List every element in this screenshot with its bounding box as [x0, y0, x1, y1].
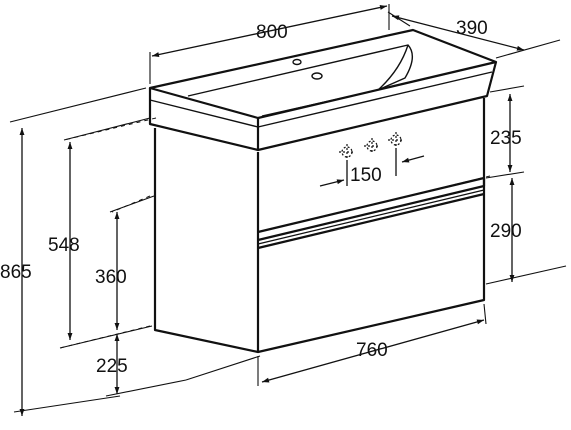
dimension-arrows	[19, 5, 525, 416]
dim-label-basin-width: 800	[256, 22, 288, 43]
dim-label-cabinet-width: 760	[356, 340, 388, 361]
dashed-guides	[59, 117, 491, 349]
ext-235-bottom	[485, 171, 525, 179]
arrow-760	[261, 319, 485, 383]
ext-390-right	[495, 39, 561, 59]
ext-225-bottom	[105, 379, 187, 397]
tap-marker-left	[339, 144, 355, 160]
dim-label-drawer-height: 290	[490, 221, 522, 242]
cabinet-front-left	[153, 128, 260, 354]
basin-fittings	[292, 58, 323, 80]
ext-865-top	[9, 87, 147, 123]
ext-390-left	[387, 11, 411, 27]
arrow-800	[151, 5, 388, 57]
drawer-bottom-panel	[257, 192, 485, 250]
basin-lip-side	[257, 71, 493, 128]
dim-label-total-height: 865	[0, 262, 32, 283]
drawer-top-panel	[257, 176, 486, 242]
basin-top-outline	[148, 28, 498, 120]
basin-front	[148, 88, 260, 152]
ext-760-right	[483, 303, 487, 325]
tap-hole-markers	[339, 132, 404, 160]
dim-label-tap-spacing: 150	[350, 165, 382, 186]
vanity-unit	[148, 28, 498, 354]
dim-label-basin-depth: 390	[456, 18, 488, 39]
dim-label-mount-height: 548	[48, 235, 80, 256]
tap-marker-right	[388, 132, 404, 148]
ext-865-bottom-2	[13, 395, 121, 413]
arrow-150-left	[319, 179, 345, 187]
drain-hole	[311, 72, 323, 80]
basin-lip	[149, 99, 259, 128]
dim-label-bottom-clearance: 225	[96, 356, 128, 377]
tap-marker-center	[364, 138, 380, 154]
drawer-handle-groove	[257, 189, 485, 245]
ext-235-top	[489, 85, 525, 93]
basin-side	[257, 61, 498, 152]
ext-mount-bottom	[59, 325, 153, 349]
dim-label-cabinet-body-height: 360	[95, 267, 127, 288]
arrow-390	[391, 15, 525, 51]
dim-label-basin-height: 235	[490, 128, 522, 149]
tap-hole	[292, 58, 302, 66]
ext-548-top	[63, 117, 151, 141]
arrow-150-right	[401, 155, 425, 163]
ext-865-bottom	[185, 355, 261, 381]
ext-290-bottom	[485, 265, 567, 285]
